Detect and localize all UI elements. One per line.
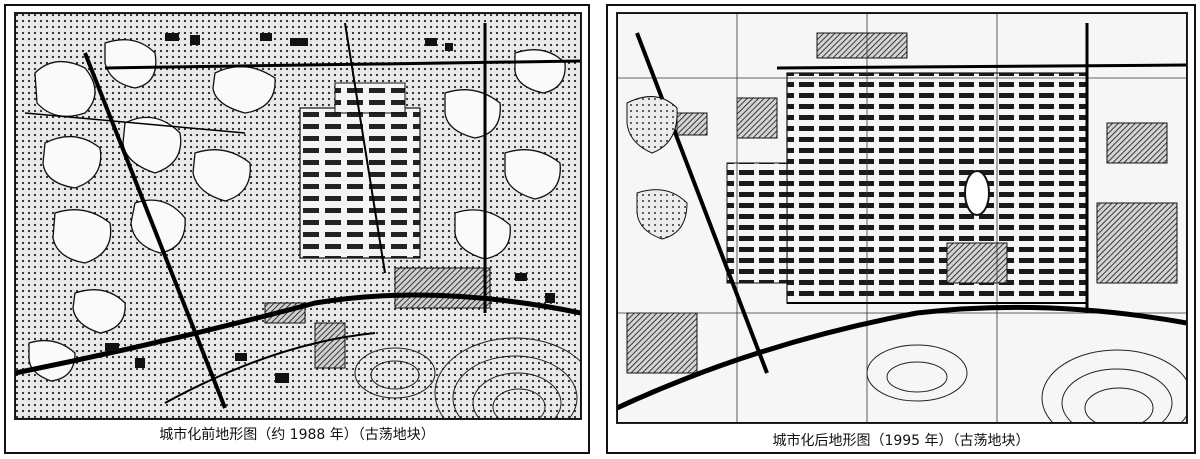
housing-district	[786, 72, 1088, 304]
map-drawing-after	[617, 13, 1187, 423]
topographic-map-after-urbanization	[616, 12, 1188, 424]
open-areas	[626, 96, 688, 240]
map-figure-after: 城市化后地形图（1995 年）（古荡地块）	[606, 4, 1196, 454]
topographic-map-before-urbanization	[14, 12, 582, 420]
hatched-buildings	[394, 267, 491, 309]
small-buildings	[105, 33, 555, 383]
figure-caption-after: 城市化后地形图（1995 年）（古荡地块）	[772, 433, 1030, 449]
hill-contours	[866, 344, 1187, 423]
housing-block	[299, 107, 421, 259]
roads	[15, 22, 581, 409]
roads	[617, 23, 1187, 411]
map-figure-before: 城市化前地形图（约 1988 年）（古荡地块）	[4, 4, 590, 454]
map-drawing-before	[15, 13, 581, 419]
hill-contours	[354, 337, 581, 419]
figure-caption-before: 城市化前地形图（约 1988 年）（古荡地块）	[159, 427, 435, 443]
sports-track	[964, 170, 990, 216]
field-plots	[28, 39, 566, 382]
